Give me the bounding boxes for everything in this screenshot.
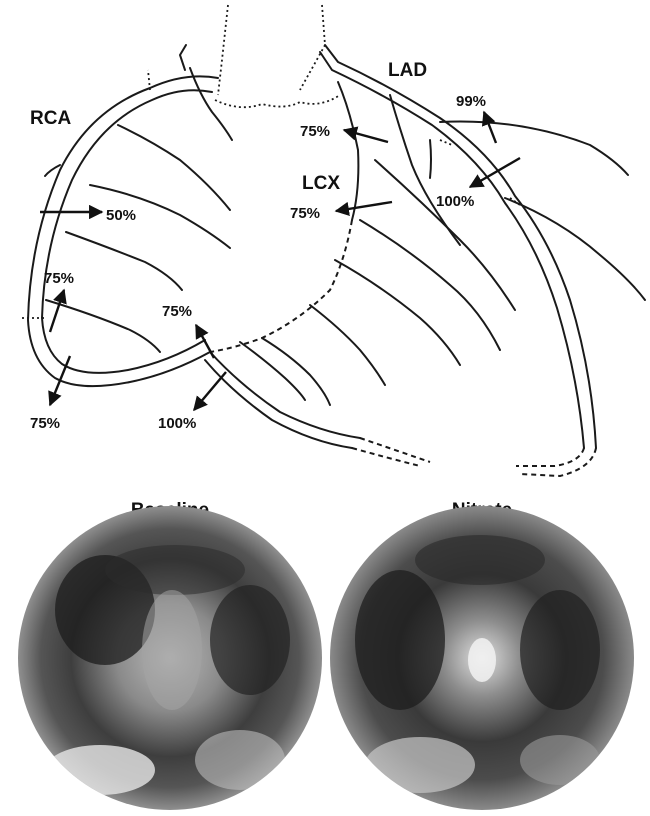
stenosis-arrow (196, 325, 214, 358)
stenosis-arrow (194, 372, 226, 410)
stenosis-arrow (344, 130, 388, 142)
stenosis-arrow (50, 290, 64, 332)
stenosis-arrow (336, 202, 392, 211)
stenosis-label: 75% (44, 270, 74, 287)
coronary-tree (22, 5, 645, 476)
stenosis-label: 50% (106, 207, 136, 224)
stenosis-label: 100% (436, 193, 474, 210)
stenosis-label: 100% (158, 415, 196, 432)
nitrate-polar-map (330, 506, 634, 810)
stenosis-label: 99% (456, 93, 486, 110)
stenosis-arrow (470, 158, 520, 187)
stenosis-label: 75% (300, 123, 330, 140)
stenosis-label: 75% (290, 205, 320, 222)
rca-label: RCA (30, 108, 71, 129)
lcx-label: LCX (302, 173, 340, 194)
stenosis-label: 75% (30, 415, 60, 432)
stenosis-label: 75% (162, 303, 192, 320)
baseline-polar-map (18, 506, 322, 810)
stenosis-arrow (484, 112, 496, 143)
lad-label: LAD (388, 60, 427, 81)
